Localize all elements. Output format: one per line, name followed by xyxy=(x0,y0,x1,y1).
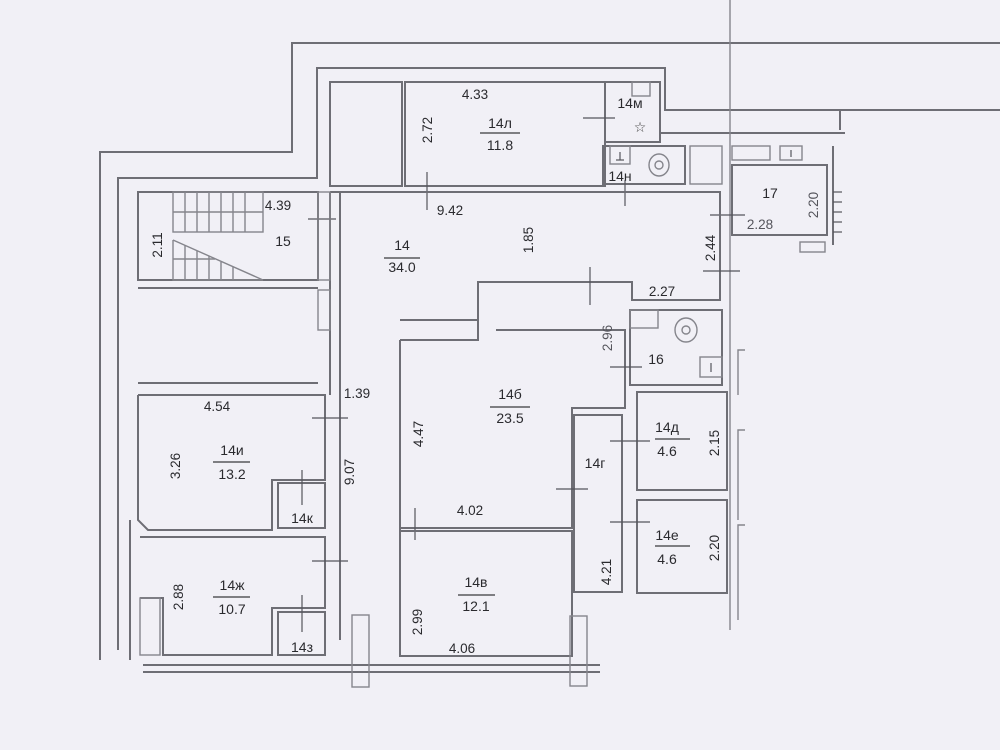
room-label-14e: 14е xyxy=(655,527,679,543)
room-label-17: 17 xyxy=(762,185,778,201)
dim-4-47: 4.47 xyxy=(411,421,426,447)
room-14i: 14и 13.2 4.54 3.26 1.39 9.07 14к xyxy=(137,382,370,531)
room-area-14: 34.0 xyxy=(388,259,415,275)
room-15: 4.39 15 2.11 xyxy=(137,191,336,331)
room-label-15: 15 xyxy=(275,233,291,249)
outer-walls xyxy=(99,0,1000,673)
dim-4-33: 4.33 xyxy=(462,87,488,102)
room-area-14zh: 10.7 xyxy=(218,601,245,617)
room-area-14b: 23.5 xyxy=(496,410,523,426)
room-label-14g: 14г xyxy=(585,455,606,471)
dim-2-20-room14e: 2.20 xyxy=(707,535,722,561)
room-14: 14 34.0 9.42 1.85 2.44 2.27 xyxy=(329,191,740,640)
room-16: 16 xyxy=(610,309,723,386)
room-area-14e: 4.6 xyxy=(657,551,677,567)
light-icon: ☆ xyxy=(634,120,647,136)
room-label-14d: 14д xyxy=(655,419,679,435)
dim-4-54: 4.54 xyxy=(204,399,231,414)
room-14e: 14е 4.6 2.20 xyxy=(610,499,728,594)
dim-2-88: 2.88 xyxy=(171,584,186,610)
room-label-14n: 14н xyxy=(608,168,631,184)
dim-9-42: 9.42 xyxy=(437,203,463,218)
dim-3-26: 3.26 xyxy=(168,453,183,479)
room-14b: 14б 23.5 4.47 4.02 2.96 xyxy=(399,282,626,655)
room-label-14: 14 xyxy=(394,237,410,253)
room-label-14l: 14л xyxy=(488,115,512,131)
room-label-14k: 14к xyxy=(291,510,314,526)
room-area-14v: 12.1 xyxy=(462,598,489,614)
dim-2-20-room17: 2.20 xyxy=(806,192,821,218)
dim-4-21: 4.21 xyxy=(599,559,614,585)
room-label-14m: 14м xyxy=(617,95,642,111)
toilet-icon-16 xyxy=(674,317,698,343)
toilet-icon xyxy=(648,153,670,177)
dim-4-02: 4.02 xyxy=(457,503,483,518)
dim-4-06: 4.06 xyxy=(449,641,475,656)
dim-2-72: 2.72 xyxy=(420,117,435,143)
room-14d: 14д 4.6 2.15 xyxy=(610,391,728,491)
room-area-14i: 13.2 xyxy=(218,466,245,482)
dim-9-07: 9.07 xyxy=(342,459,357,485)
dim-2-99: 2.99 xyxy=(410,609,425,635)
room-14l: 14л 11.8 4.33 2.72 xyxy=(329,81,606,210)
room-area-14l: 11.8 xyxy=(487,137,513,153)
room-label-14b: 14б xyxy=(498,386,522,402)
room-17: 17 2.28 2.20 xyxy=(710,146,842,253)
room-label-14z: 14з xyxy=(291,639,313,655)
room-label-14zh: 14ж xyxy=(220,577,246,593)
dim-1-85: 1.85 xyxy=(521,227,536,253)
dim-2-11: 2.11 xyxy=(150,232,165,257)
dim-2-27: 2.27 xyxy=(649,284,675,299)
dim-1-39: 1.39 xyxy=(344,386,370,401)
room-area-14d: 4.6 xyxy=(657,443,677,459)
room-14v: 14в 12.1 2.99 4.06 xyxy=(399,530,588,687)
room-14g: 14г 4.21 xyxy=(556,414,623,593)
stairs-icon xyxy=(172,191,264,281)
dim-2-28: 2.28 xyxy=(747,217,773,232)
dim-2-96: 2.96 xyxy=(600,325,615,351)
room-label-16: 16 xyxy=(648,351,664,367)
room-14zh: 14ж 10.7 2.88 14з xyxy=(139,536,370,688)
room-label-14i: 14и xyxy=(220,442,243,458)
dim-2-15: 2.15 xyxy=(707,430,722,456)
dim-2-44: 2.44 xyxy=(703,234,718,261)
dim-4-39: 4.39 xyxy=(265,198,291,213)
room-label-14v: 14в xyxy=(464,574,487,590)
